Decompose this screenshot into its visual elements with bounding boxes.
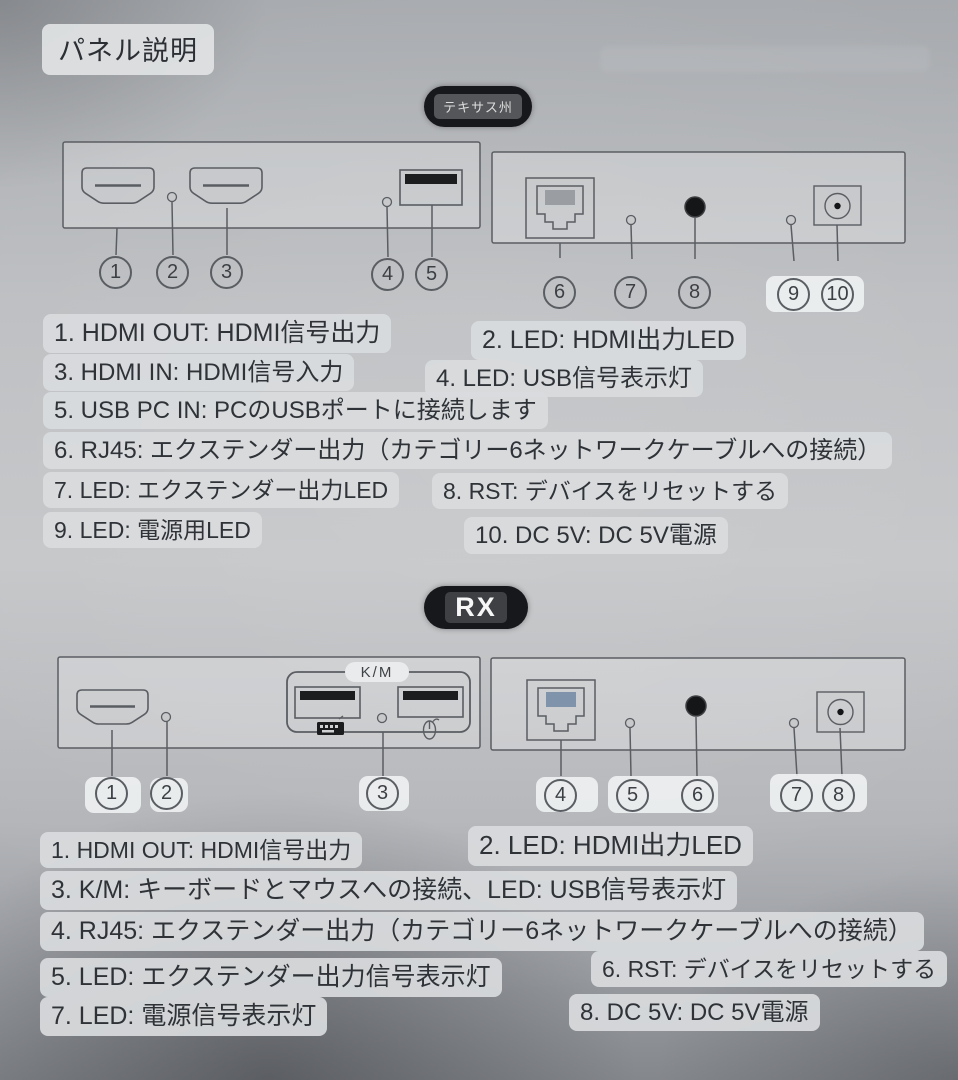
tx-item-5: 5. USB PC IN: PCのUSBポートに接続します: [43, 392, 548, 430]
rx-callout-8: 8: [822, 779, 855, 812]
rj45-port-icon: [525, 177, 595, 239]
leader-line: [386, 206, 389, 258]
led-indicator-icon: [376, 712, 388, 724]
usb-port-icon: [294, 686, 361, 719]
leader-line: [793, 727, 798, 777]
tx-item-7: 7. LED: エクステンダー出力LED: [43, 472, 400, 509]
tx-item-9: 9. LED: 電源用LED: [43, 512, 262, 549]
rx-item-5: 5. LED: エクステンダー出力信号表示灯: [40, 958, 502, 997]
led-indicator-icon: [166, 191, 178, 203]
tx-callout-3: 3: [210, 256, 243, 289]
mouse-icon: [422, 718, 440, 740]
tx-callout-2: 2: [156, 256, 189, 289]
leader-line: [630, 224, 633, 260]
rx-callout-1: 1: [95, 777, 128, 810]
led-indicator-icon: [160, 711, 172, 723]
rx-callout-3: 3: [366, 777, 399, 810]
tx-item-3: 3. HDMI IN: HDMI信号入力: [43, 354, 355, 392]
led-indicator-icon: [625, 214, 637, 226]
leader-line: [839, 727, 843, 777]
tx-callout-4: 4: [371, 258, 404, 291]
leader-line: [629, 727, 632, 777]
usb-port-icon: [397, 686, 464, 718]
rx-callout-7: 7: [780, 779, 813, 812]
rx-item-3: 3. K/M: キーボードとマウスへの接続、LED: USB信号表示灯: [40, 871, 738, 910]
tx-item-10: 10. DC 5V: DC 5V電源: [464, 517, 728, 555]
rj45-port-icon: [526, 679, 596, 741]
leader-line: [115, 227, 118, 256]
rx-item-4: 4. RJ45: エクステンダー出力（カテゴリー6ネットワークケーブルへの接続）: [40, 912, 924, 951]
rx-left-enclosure: [57, 656, 481, 749]
rx-rear-panel-diagram: K/M: [57, 656, 906, 777]
led-indicator-icon: [624, 717, 636, 729]
page-title: パネル説明: [42, 24, 214, 75]
tx-badge-label: テキサス州: [434, 94, 522, 119]
tx-callout-9: 9: [777, 278, 810, 311]
rx-badge: RX: [424, 586, 528, 629]
tx-item-1: 1. HDMI OUT: HDMI信号出力: [43, 314, 392, 353]
tx-badge: テキサス州: [424, 86, 532, 127]
tx-callout-10: 10: [821, 278, 854, 311]
reset-button-icon: [684, 196, 706, 218]
tx-rear-panel-diagram: [62, 141, 906, 262]
tx-item-8: 8. RST: デバイスをリセットする: [432, 473, 789, 510]
led-indicator-icon: [785, 214, 797, 226]
tx-callout-6: 6: [543, 276, 576, 309]
rx-item-1: 1. HDMI OUT: HDMI信号出力: [40, 832, 363, 869]
keyboard-icon: [317, 715, 344, 735]
tx-item-2: 2. LED: HDMI出力LED: [471, 321, 746, 360]
page-bleed-through: [600, 46, 930, 72]
reset-button-icon: [685, 695, 707, 717]
hdmi-port-icon: [76, 689, 149, 725]
rx-callout-6: 6: [681, 779, 714, 812]
rx-item-2: 2. LED: HDMI出力LED: [468, 826, 753, 866]
leader-line: [790, 224, 795, 262]
hdmi-port-icon: [189, 167, 263, 204]
km-label: K/M: [361, 664, 394, 681]
tx-item-6: 6. RJ45: エクステンダー出力（カテゴリー6ネットワークケーブルへの接続）: [43, 432, 893, 470]
rx-callout-4: 4: [544, 779, 577, 812]
tx-callout-1: 1: [99, 256, 132, 289]
rx-item-8: 8. DC 5V: DC 5V電源: [569, 994, 820, 1032]
rx-item-7: 7. LED: 電源信号表示灯: [40, 997, 328, 1036]
led-indicator-icon: [788, 717, 800, 729]
rx-callout-5: 5: [616, 779, 649, 812]
tx-callout-5: 5: [415, 258, 448, 291]
hdmi-port-icon: [81, 167, 155, 204]
tx-left-enclosure: [62, 141, 481, 229]
tx-callout-7: 7: [614, 276, 647, 309]
led-indicator-icon: [381, 196, 393, 208]
rx-item-6: 6. RST: デバイスをリセットする: [591, 951, 948, 988]
rx-badge-label: RX: [445, 592, 507, 623]
leader-line: [171, 201, 174, 256]
km-label-pill: K/M: [345, 662, 409, 682]
leader-line: [695, 716, 698, 777]
leader-line: [836, 224, 839, 262]
tx-item-4: 4. LED: USB信号表示灯: [425, 360, 704, 398]
usb-port-icon: [399, 169, 463, 206]
tx-callout-8: 8: [678, 276, 711, 309]
rx-callout-2: 2: [150, 777, 183, 810]
